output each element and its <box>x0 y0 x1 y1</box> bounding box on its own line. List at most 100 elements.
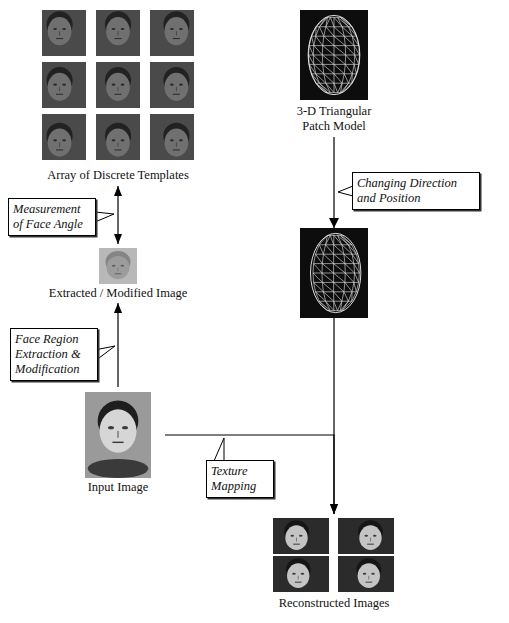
mesh-edge <box>312 36 314 45</box>
mesh-edge <box>342 244 349 245</box>
mesh-edge <box>309 55 314 64</box>
mesh-edge <box>314 64 323 65</box>
eye <box>112 84 116 86</box>
mesh-edge <box>349 27 353 36</box>
mesh-edge <box>323 291 333 292</box>
mesh-edge <box>334 92 338 93</box>
mesh-edge <box>342 74 344 83</box>
eye <box>122 426 128 429</box>
mesh-edge <box>342 301 349 302</box>
nose <box>59 31 61 35</box>
mesh-edge <box>344 36 352 37</box>
figure-panel: Reconstructed Images <box>260 516 408 611</box>
mesh-edge <box>314 46 323 55</box>
callout-box: Texture Mapping <box>206 460 274 498</box>
mesh-edge <box>334 46 346 55</box>
mesh-edge <box>321 273 322 282</box>
mesh-edge <box>352 254 356 255</box>
mesh-edge <box>334 27 335 36</box>
face <box>165 73 189 101</box>
mesh-edge <box>334 301 338 310</box>
face <box>165 17 189 45</box>
mesh-edge <box>313 273 322 282</box>
mesh-edge <box>342 83 352 92</box>
mesh-edge <box>319 244 325 245</box>
eye <box>292 573 296 575</box>
template-thumbnail <box>42 62 86 108</box>
mesh-edge <box>345 263 354 264</box>
mesh-edge <box>313 55 322 64</box>
mesh-edge <box>334 27 344 36</box>
mesh-edge <box>334 254 345 263</box>
callout-pointer <box>338 186 353 196</box>
mouth <box>56 38 63 39</box>
mesh-edge <box>330 92 334 93</box>
mesh-edge <box>334 55 346 56</box>
mesh-edge <box>333 254 334 263</box>
mesh-edge <box>319 83 325 84</box>
nose <box>368 576 370 580</box>
mesh-edge <box>334 292 342 301</box>
mouth <box>173 94 180 95</box>
mesh-edge <box>319 301 325 302</box>
mesh-edge <box>358 264 360 273</box>
mesh-edge <box>355 55 360 56</box>
photo-ground <box>300 228 368 318</box>
mouth <box>293 544 300 545</box>
eye <box>121 84 125 86</box>
eye <box>290 535 294 537</box>
callout-pointer <box>97 346 115 360</box>
mesh-edge <box>309 55 314 56</box>
mesh-edge <box>316 254 323 263</box>
photo-ground <box>273 556 329 592</box>
mesh-edge <box>344 282 345 291</box>
face <box>100 409 137 452</box>
mesh-edge <box>354 64 359 65</box>
eye <box>371 573 375 575</box>
callout-box: Face Region Extraction & Modification <box>10 328 98 381</box>
picture-space <box>75 390 161 480</box>
nose <box>117 268 119 272</box>
mesh-edge <box>322 254 323 263</box>
mouth <box>173 38 180 39</box>
mesh-edge <box>345 273 354 282</box>
mesh-edge <box>334 263 345 264</box>
face <box>359 525 381 550</box>
mesh-edge <box>334 55 345 64</box>
mesh-edge <box>342 292 344 301</box>
mesh-edge <box>344 291 352 292</box>
mesh-edge <box>328 92 331 93</box>
mesh-edge <box>342 17 352 26</box>
flow-arrow <box>117 186 118 244</box>
mesh-edge <box>314 254 316 263</box>
mesh-edge <box>330 17 334 18</box>
mesh-edge <box>345 46 354 55</box>
picture-space <box>274 8 394 104</box>
mesh-edge <box>349 74 353 83</box>
mesh-edge <box>326 301 334 310</box>
mouth <box>367 544 374 545</box>
mesh-edge <box>316 291 324 292</box>
mesh-edge <box>322 263 333 264</box>
mesh-edge <box>314 282 324 291</box>
nose <box>117 87 119 91</box>
flow-arrow <box>165 435 334 514</box>
photo-ground <box>99 248 137 284</box>
mesh-edge <box>322 273 334 282</box>
mesh-edge <box>334 235 342 244</box>
mesh-edge <box>333 235 334 244</box>
mesh-edge <box>316 17 326 26</box>
mesh-edge <box>344 64 345 73</box>
mesh-edge <box>345 46 346 55</box>
mouth <box>114 38 121 39</box>
mesh-edge <box>354 282 359 283</box>
mesh-edge <box>324 36 334 37</box>
mesh-edge <box>345 282 354 283</box>
head-outline <box>310 233 360 312</box>
mesh-edge <box>334 282 344 291</box>
mesh-edge <box>316 74 326 83</box>
eye <box>179 28 183 30</box>
face <box>107 256 130 279</box>
mesh-edge <box>344 254 345 263</box>
